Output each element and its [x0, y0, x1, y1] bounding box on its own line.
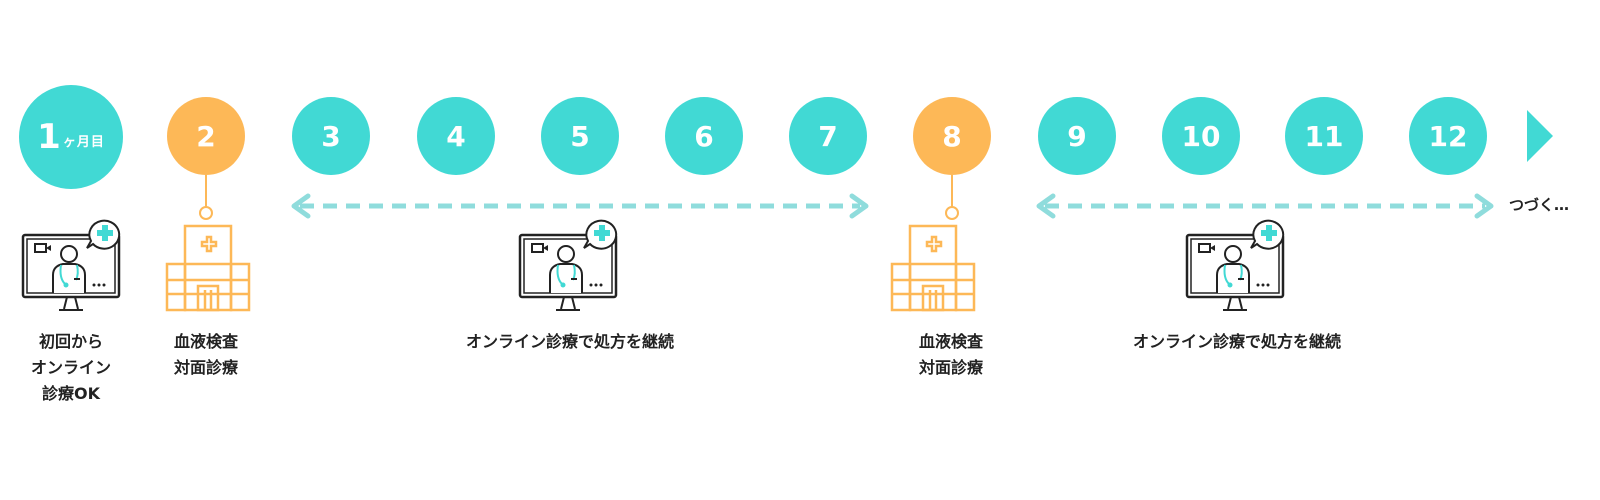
- label-first-visit: 初回からオンライン診療OK: [30, 332, 111, 403]
- continue-text: つづく…: [1509, 196, 1570, 214]
- continue-arrow-icon: [1527, 110, 1553, 162]
- label-online-continue-1: オンライン診療で処方を継続: [465, 332, 674, 351]
- label-online-continue-2: オンライン診療で処方を継続: [1132, 332, 1341, 351]
- online-doctor-icon: [1185, 219, 1285, 311]
- label-blood-test-1: 血液検査対面診療: [173, 332, 238, 377]
- month-circle-11: 11: [1285, 97, 1363, 175]
- online-doctor-icon: [518, 219, 618, 311]
- hospital-icon: [165, 224, 251, 312]
- connector-node-2: [199, 206, 213, 220]
- dashed-range-arrow-2: [1036, 193, 1494, 219]
- month-circle-8: 8: [913, 97, 991, 175]
- month-circle-9: 9: [1038, 97, 1116, 175]
- month-circle-10: 10: [1162, 97, 1240, 175]
- month-circle-4: 4: [417, 97, 495, 175]
- month-circle-6: 6: [665, 97, 743, 175]
- month-circle-12: 12: [1409, 97, 1487, 175]
- connector-node-8: [945, 206, 959, 220]
- connector-2: [205, 175, 207, 207]
- connector-8: [951, 175, 953, 207]
- online-doctor-icon: [21, 219, 121, 311]
- month-circle-5: 5: [541, 97, 619, 175]
- hospital-icon: [890, 224, 976, 312]
- dashed-range-arrow-1: [291, 193, 869, 219]
- month-circle-7: 7: [789, 97, 867, 175]
- month-circle-3: 3: [292, 97, 370, 175]
- month-circle-2: 2: [167, 97, 245, 175]
- label-blood-test-2: 血液検査対面診療: [918, 332, 983, 377]
